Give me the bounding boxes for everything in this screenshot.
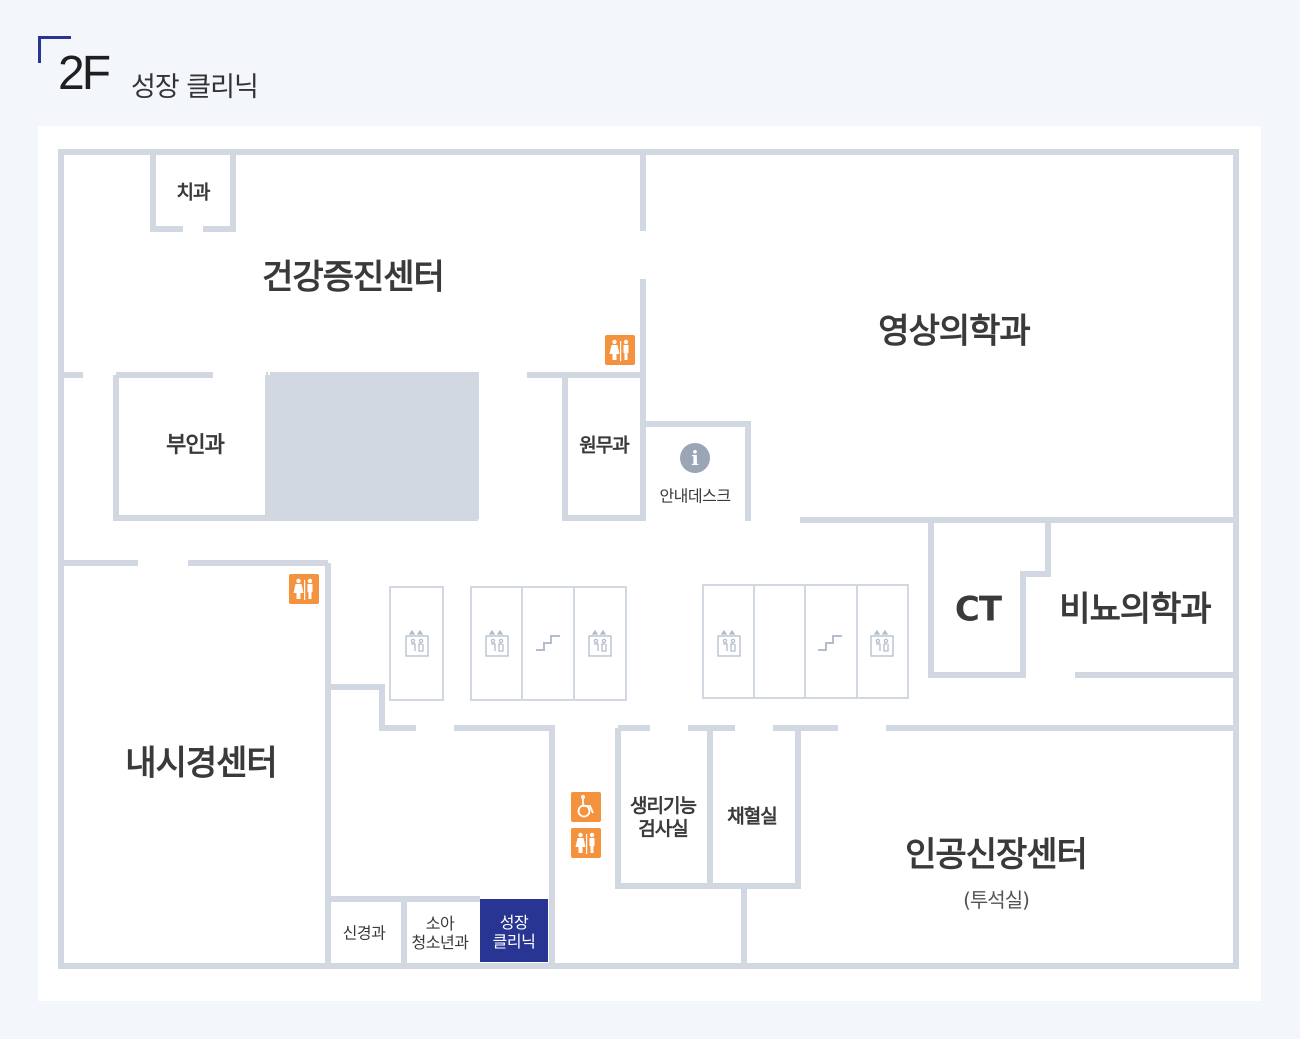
elevator-icon xyxy=(717,629,741,662)
elevator-icon xyxy=(485,629,509,662)
room-dental[interactable]: 치과 xyxy=(176,181,211,204)
growth-line2: 클리닉 xyxy=(492,932,536,951)
elevator-icon xyxy=(870,629,894,662)
physiology-line1: 생리기능 xyxy=(630,795,697,818)
room-dialysis[interactable]: 인공신장센터 (투석실) xyxy=(905,835,1088,917)
elevator-icon xyxy=(405,629,429,662)
stairs-icon xyxy=(535,632,561,656)
room-blood-draw[interactable]: 채혈실 xyxy=(727,805,777,828)
dialysis-subtitle: (투석실) xyxy=(963,888,1030,912)
floor-map xyxy=(58,149,1239,969)
room-pediatrics[interactable]: 소아 청소년과 xyxy=(412,914,469,952)
restroom-icon xyxy=(289,574,319,604)
growth-clinic-highlight[interactable] xyxy=(480,899,548,962)
room-gynecology[interactable]: 부인과 xyxy=(166,432,225,458)
pediatrics-line2: 청소년과 xyxy=(411,933,469,952)
room-radiology[interactable]: 영상의학과 xyxy=(878,311,1030,352)
physiology-line2: 검사실 xyxy=(638,818,688,840)
restroom-icon xyxy=(571,828,601,858)
floor-header: 2F 성장 클리닉 xyxy=(38,36,438,116)
growth-line1: 성장 xyxy=(499,912,529,932)
room-physiology[interactable]: 생리기능 검사실 xyxy=(630,795,697,841)
dialysis-title: 인공신장센터 xyxy=(905,835,1088,876)
info-icon: i xyxy=(680,443,710,473)
room-growth-clinic[interactable]: 성장 클리닉 xyxy=(493,913,536,951)
room-neurology[interactable]: 신경과 xyxy=(342,923,386,943)
floor-map-panel: 치과 건강증진센터 영상의학과 부인과 원무과 안내데스크 내시경센터 CT 비… xyxy=(38,126,1261,1001)
room-ct[interactable]: CT xyxy=(954,589,1002,630)
restroom-icon xyxy=(605,335,635,365)
elevator-icon xyxy=(588,629,612,662)
header-corner-mark xyxy=(38,36,71,63)
elevator-stair-cores xyxy=(389,584,909,701)
floor-name: 성장 클리닉 xyxy=(131,72,259,103)
wheelchair-icon xyxy=(571,792,601,822)
room-health-checkup[interactable]: 건강증진센터 xyxy=(262,257,445,298)
pediatrics-line1: 소아 xyxy=(425,913,455,933)
elevator-shaft-block xyxy=(270,372,479,519)
room-urology[interactable]: 비뇨의학과 xyxy=(1059,589,1211,630)
room-endoscopy[interactable]: 내시경센터 xyxy=(125,743,277,784)
stairs-icon xyxy=(817,632,843,656)
info-desk-label[interactable]: 안내데스크 xyxy=(659,486,731,506)
walls xyxy=(58,149,1239,969)
room-admin[interactable]: 원무과 xyxy=(579,434,629,457)
floor-number: 2F xyxy=(58,47,111,100)
